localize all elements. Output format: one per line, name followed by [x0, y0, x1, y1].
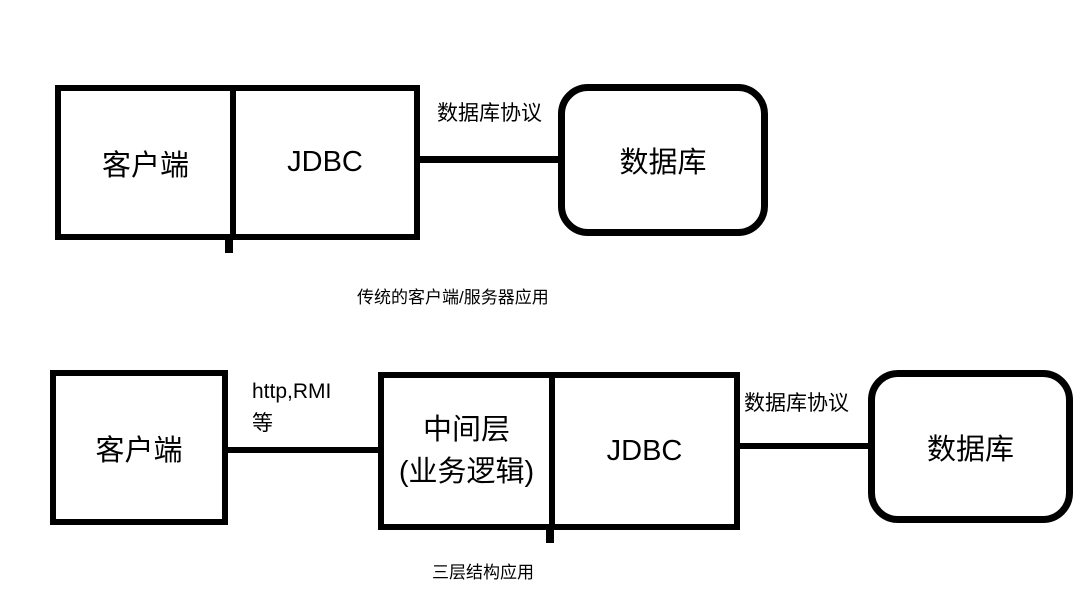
top-database-box: 数据库: [558, 84, 768, 236]
middle-tier-label-line2: (业务逻辑): [398, 456, 535, 488]
top-jdbc-cell: JDBC: [236, 91, 414, 234]
top-protocol-label: 数据库协议: [437, 102, 542, 125]
bottom-database-box: 数据库: [868, 370, 1073, 523]
top-divider-tick: [225, 240, 233, 253]
bottom-middle-tier-cell: 中间层 (业务逻辑): [384, 378, 549, 524]
top-caption: 传统的客户端/服务器应用: [357, 288, 549, 307]
bottom-client-box: 客户端: [50, 370, 228, 525]
top-jdbc-label: JDBC: [287, 146, 363, 178]
middle-tier-label-line1: 中间层: [422, 414, 510, 446]
bottom-middle-jdbc-box: 中间层 (业务逻辑) JDBC: [378, 372, 740, 530]
bottom-connector-line: [740, 443, 868, 449]
top-connector-line: [420, 156, 563, 163]
top-client-jdbc-box: 客户端 JDBC: [55, 85, 420, 240]
bottom-link-label-line1: http,RMI: [252, 380, 332, 403]
top-client-label: 客户端: [101, 149, 189, 182]
bottom-link-label-line2: 等: [252, 412, 273, 435]
bottom-link-label: http,RMI 等: [252, 376, 331, 440]
bottom-protocol-label: 数据库协议: [744, 392, 849, 415]
bottom-divider-tick: [546, 530, 554, 543]
top-database-label: 数据库: [619, 147, 707, 179]
top-box-divider: [230, 91, 236, 234]
bottom-database-label: 数据库: [926, 433, 1014, 466]
bottom-caption: 三层结构应用: [432, 563, 534, 582]
bottom-box-divider: [549, 378, 555, 524]
bottom-link-line: [228, 447, 378, 453]
top-client-cell: 客户端: [61, 91, 230, 234]
bottom-jdbc-cell: JDBC: [555, 378, 734, 524]
bottom-client-label: 客户端: [95, 434, 183, 467]
bottom-jdbc-label: JDBC: [606, 434, 683, 467]
